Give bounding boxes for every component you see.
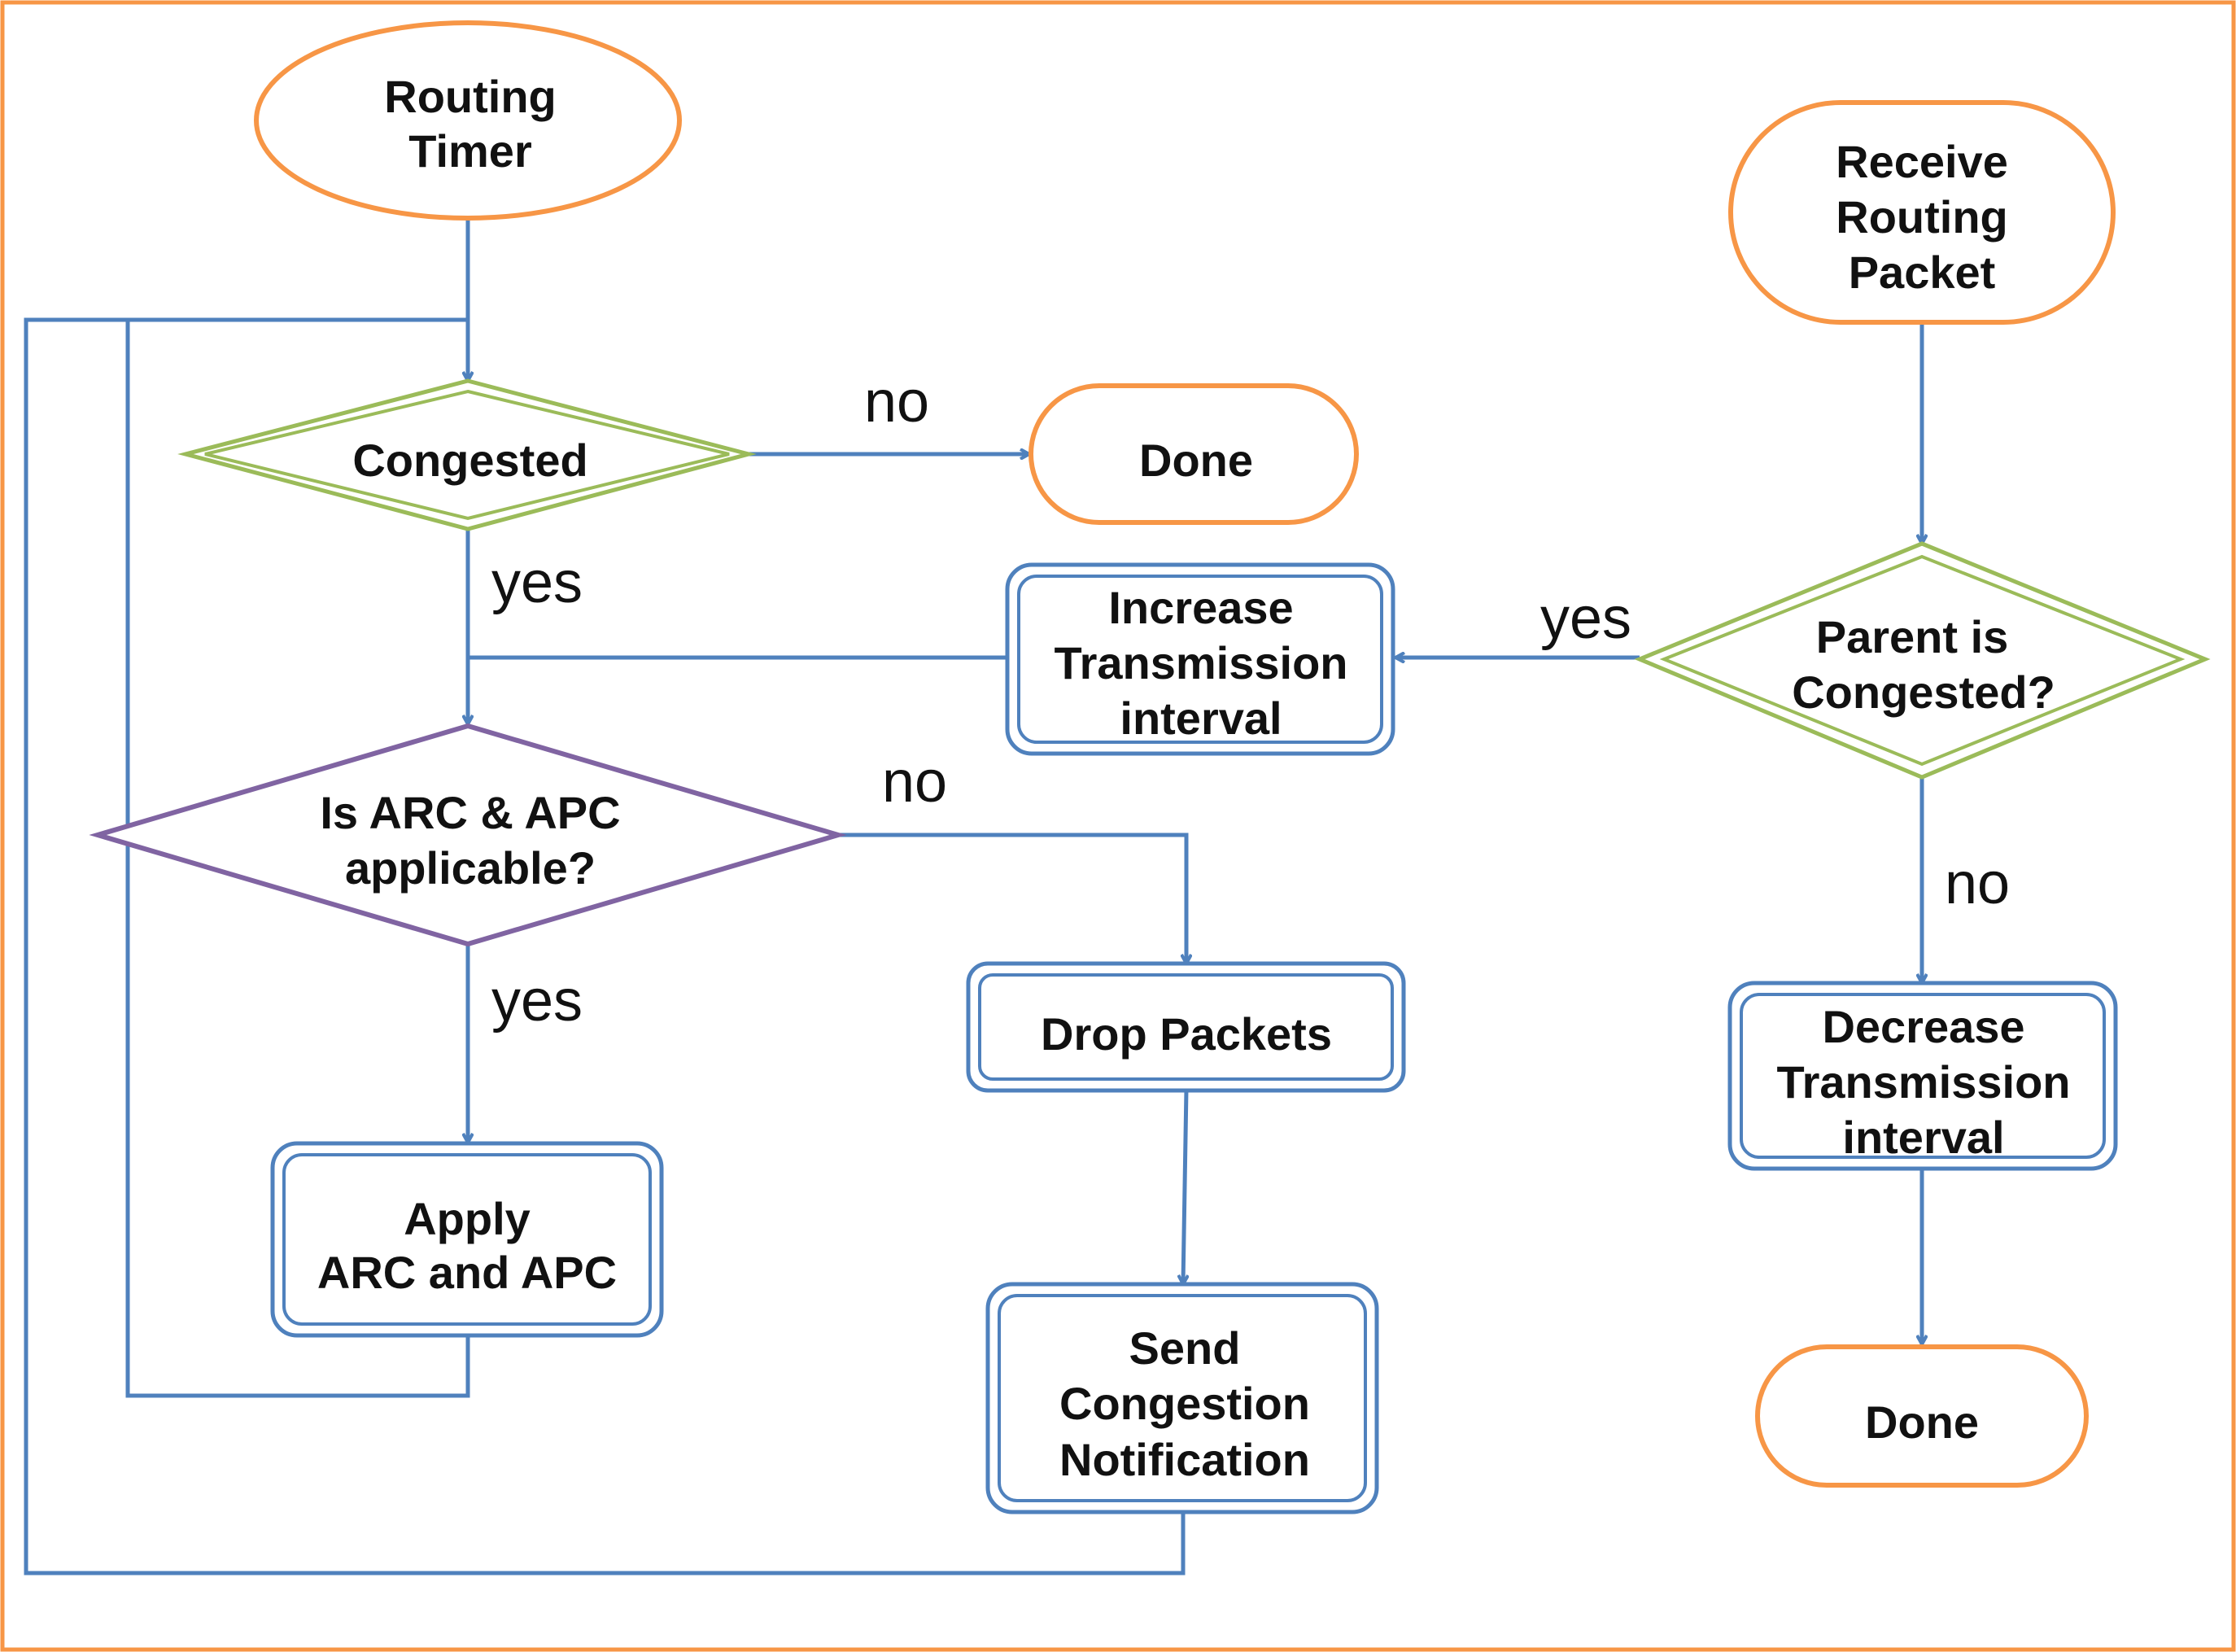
increase-interval-node: Increase Transmission interval: [1005, 562, 1395, 756]
edge-arc-to-drop: [838, 833, 1186, 964]
arc-apc-line-2: applicable?: [345, 842, 596, 894]
edge-label-parent-yes: yes: [1540, 586, 1631, 651]
done-right-label: Done: [1865, 1396, 1979, 1448]
parent-line-2: Congested?: [1792, 666, 2055, 718]
receive-routing-node: Receive Routing Packet: [1728, 100, 2116, 325]
decrease-line-1: Decrease: [1822, 1001, 2024, 1052]
edge-label-congested-no: no: [864, 369, 929, 435]
parent-congested-decision: Parent is Congested?: [1634, 541, 2211, 780]
edges: [24, 218, 1922, 1576]
arc-apc-decision: Is ARC & APC applicable?: [89, 723, 847, 947]
receive-line-1: Receive: [1836, 136, 2008, 187]
edge-label-congested-yes: yes: [491, 550, 583, 615]
done-right-node: Done: [1755, 1344, 2089, 1488]
send-line-1: Send: [1129, 1322, 1241, 1374]
decrease-line-3: interval: [1842, 1112, 2004, 1163]
send-notification-node: Send Congestion Notification: [985, 1282, 1379, 1514]
routing-timer-node: Routing Timer: [254, 20, 682, 221]
send-line-2: Congestion: [1059, 1378, 1310, 1429]
apply-line-1: Apply: [404, 1193, 531, 1244]
edge-drop-to-send: [1183, 1088, 1186, 1284]
apply-arc-apc-node: Apply ARC and APC: [270, 1141, 664, 1338]
edge-label-arc-yes: yes: [491, 968, 583, 1034]
edge-label-arc-no: no: [882, 750, 947, 815]
drop-packets-label: Drop Packets: [1041, 1008, 1332, 1060]
edge-label-parent-no: no: [1945, 851, 2010, 916]
done-left-label: Done: [1139, 435, 1253, 486]
routing-timer-line-2: Timer: [408, 125, 531, 177]
increase-line-2: Transmission: [1054, 637, 1347, 688]
send-line-3: Notification: [1059, 1434, 1310, 1485]
routing-timer-line-1: Routing: [384, 71, 556, 122]
receive-line-2: Routing: [1836, 191, 2007, 243]
receive-line-3: Packet: [1849, 247, 1996, 298]
arc-apc-line-1: Is ARC & APC: [320, 787, 620, 838]
edge-send-loop: [24, 317, 1186, 1576]
decrease-line-2: Transmission: [1776, 1056, 2070, 1108]
increase-line-1: Increase: [1108, 582, 1293, 633]
increase-line-3: interval: [1120, 693, 1282, 744]
congested-label: Congested: [352, 435, 587, 486]
parent-line-1: Parent is: [1816, 611, 2009, 662]
apply-line-2: ARC and APC: [317, 1247, 617, 1298]
done-left-node: Done: [1028, 383, 1359, 525]
congested-decision: Congested: [177, 378, 757, 531]
drop-packets-node: Drop Packets: [966, 961, 1406, 1093]
decrease-interval-node: Decrease Transmission interval: [1727, 981, 2118, 1171]
